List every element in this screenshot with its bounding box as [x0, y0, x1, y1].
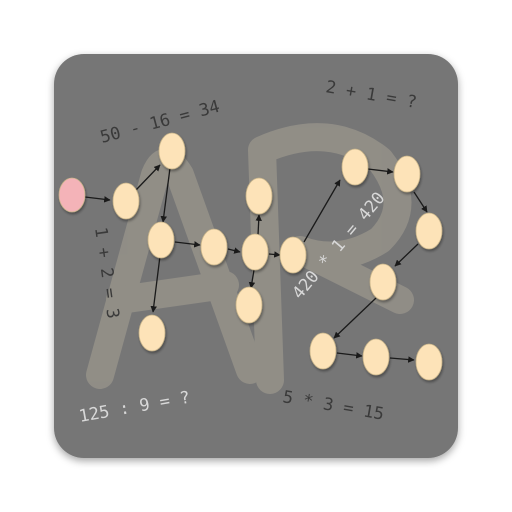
graph-edge: [268, 251, 281, 258]
graph-edge: [174, 241, 201, 248]
graph-node: [309, 332, 337, 370]
graph-edge: [367, 168, 394, 175]
graph-node: [138, 314, 166, 352]
graph-edge: [84, 196, 111, 203]
graph-edge: [413, 191, 428, 213]
graph-node: [279, 236, 307, 274]
graph-edge: [303, 179, 341, 243]
graph-node: [415, 343, 443, 381]
graph-node: [200, 228, 228, 266]
graph-node: [158, 132, 186, 170]
graph-node-start: [58, 177, 86, 213]
graph-nodes: [58, 132, 443, 381]
graph-node: [147, 221, 175, 259]
graph-node: [241, 233, 269, 271]
graph-node: [393, 155, 421, 193]
graph-edge: [336, 352, 363, 359]
graph-edge: [255, 214, 262, 236]
graph-edge: [248, 269, 256, 289]
graph-edges: [84, 164, 428, 363]
graph-edge: [150, 255, 161, 313]
graph-node: [235, 286, 263, 324]
graph-node: [362, 338, 390, 376]
graph-edge: [394, 243, 419, 267]
graph-node: [112, 182, 140, 220]
graph-node: [369, 263, 397, 301]
graph-node: [415, 212, 443, 250]
graph-node: [341, 148, 369, 186]
graph-edge: [135, 164, 161, 191]
graph-edge: [389, 356, 415, 363]
graph-edge: [160, 167, 171, 223]
graph-edge: [333, 297, 377, 339]
graph-edge: [227, 247, 241, 254]
graph-node: [245, 177, 273, 215]
